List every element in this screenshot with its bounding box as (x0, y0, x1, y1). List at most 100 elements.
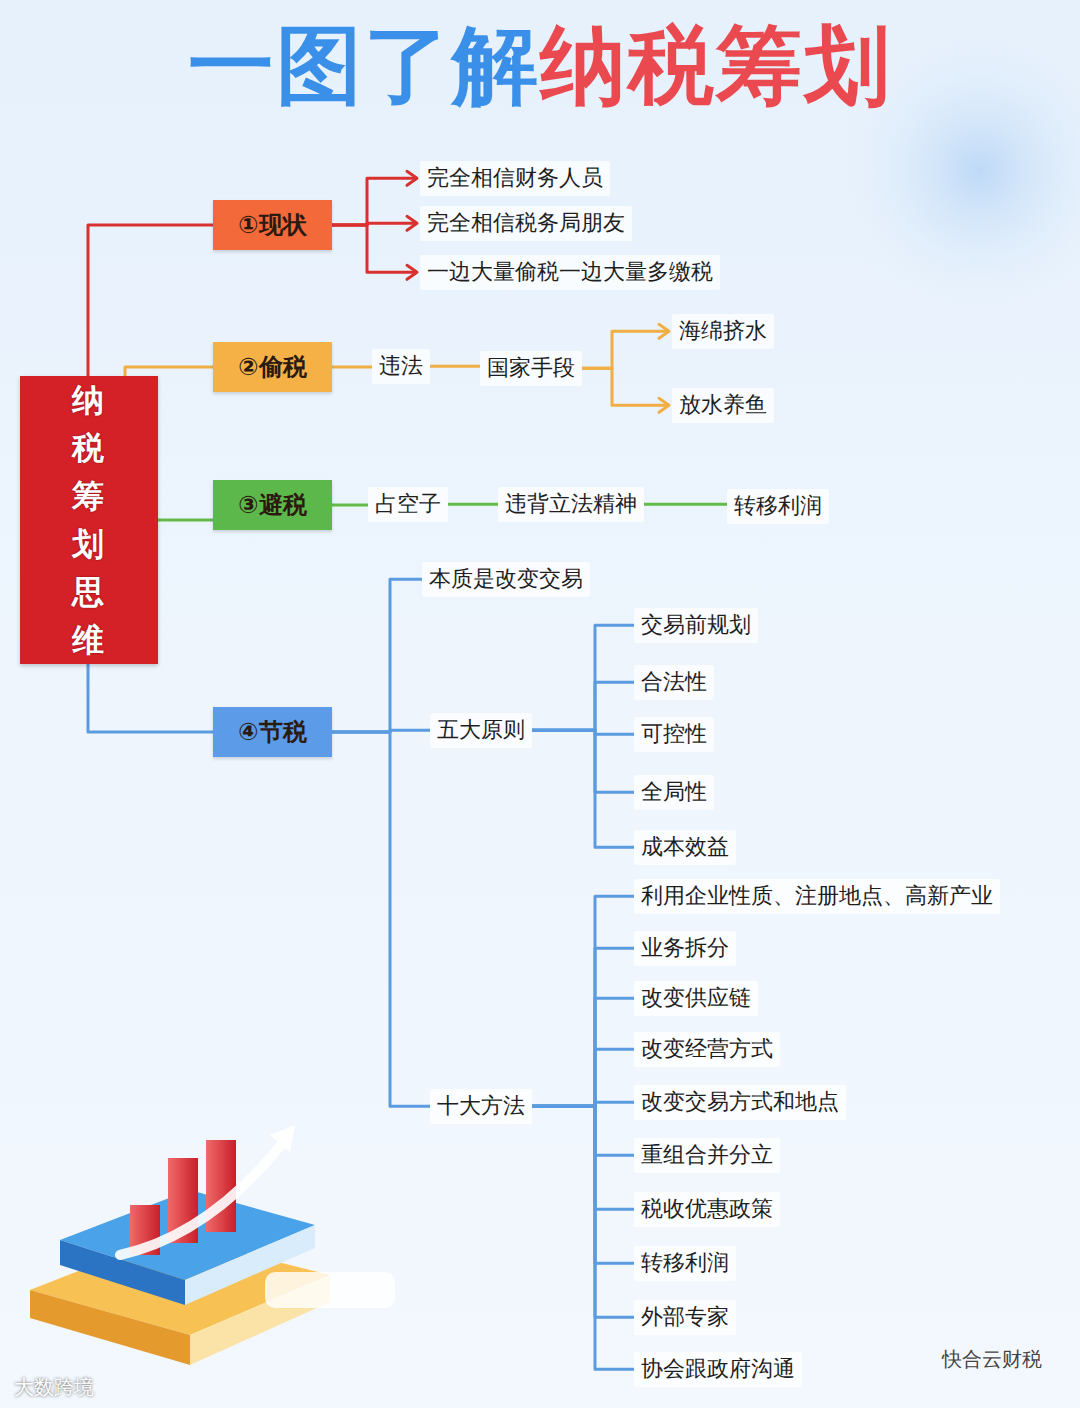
connector (532, 1106, 634, 1155)
connector (532, 625, 634, 730)
node-text: 纳税筹划思维 (55, 376, 122, 664)
item-box: 交易前规划 (634, 608, 758, 643)
node-text: 十大方法 (437, 1092, 525, 1121)
connector (448, 504, 498, 505)
node-text: ②偷税 (238, 351, 306, 383)
connector (88, 664, 213, 732)
item-box: 改变经营方式 (634, 1032, 780, 1067)
connector (332, 171, 417, 225)
item-box: 税收优惠政策 (634, 1192, 780, 1227)
item-box: 协会跟政府沟通 (634, 1352, 802, 1387)
arrowhead (659, 324, 669, 338)
root-box: 纳税筹划思维 (20, 376, 158, 664)
item-box: 完全相信税务局朋友 (420, 206, 632, 241)
connector (532, 1049, 634, 1106)
arrowhead (407, 171, 417, 185)
connector (532, 1106, 634, 1369)
connector (125, 367, 213, 376)
node-text: 完全相信财务人员 (427, 164, 603, 193)
node-text: 占空子 (375, 490, 441, 519)
node-text: 外部专家 (641, 1303, 729, 1332)
item-box: 转移利润 (727, 489, 829, 524)
item-box: 利用企业性质、注册地点、高新产业 (634, 879, 1000, 914)
item-box: 成本效益 (634, 830, 736, 865)
connector (532, 1106, 634, 1263)
connector (532, 948, 634, 1106)
item-box: 完全相信财务人员 (420, 161, 610, 196)
connector (582, 324, 669, 368)
node-text: 一边大量偷税一边大量多缴税 (427, 258, 713, 287)
node-text: 全局性 (641, 778, 707, 807)
node-text: 五大原则 (437, 716, 525, 745)
item-box: 改变交易方式和地点 (634, 1085, 846, 1120)
item-box: 可控性 (634, 717, 714, 752)
connector (532, 998, 634, 1106)
category-box: ①现状 (213, 200, 332, 250)
connector (88, 225, 213, 376)
node-text: 业务拆分 (641, 934, 729, 963)
item-box: 一边大量偷税一边大量多缴税 (420, 255, 720, 290)
item-box: 占空子 (368, 487, 448, 522)
connector (532, 730, 634, 847)
item-box: 外部专家 (634, 1300, 736, 1335)
connector (430, 366, 480, 367)
title: 一图了解纳税筹划 (188, 14, 892, 117)
node-text: 转移利润 (734, 492, 822, 521)
item-box: 违法 (372, 349, 430, 384)
connector (332, 225, 417, 279)
connector (332, 732, 430, 1106)
arrowhead (407, 216, 417, 230)
item-box: 十大方法 (430, 1089, 532, 1124)
node-text: 税收优惠政策 (641, 1195, 773, 1224)
connector (532, 896, 634, 1106)
item-box: 海绵挤水 (672, 314, 774, 349)
item-box: 本质是改变交易 (422, 562, 590, 597)
category-box: ④节税 (213, 707, 332, 757)
item-box: 转移利润 (634, 1246, 736, 1281)
watermark: 大数跨境 (14, 1374, 94, 1401)
connector (332, 216, 417, 230)
node-text: 本质是改变交易 (429, 565, 583, 594)
node-text: 违背立法精神 (505, 490, 637, 519)
connector (532, 1106, 634, 1317)
node-text: 改变供应链 (641, 984, 751, 1013)
item-box: 放水养鱼 (672, 388, 774, 423)
item-box: 重组合并分立 (634, 1138, 780, 1173)
node-text: 放水养鱼 (679, 391, 767, 420)
arrowhead (659, 398, 669, 412)
node-text: ①现状 (238, 209, 306, 241)
node-text: 转移利润 (641, 1249, 729, 1278)
item-box: 全局性 (634, 775, 714, 810)
node-text: 改变交易方式和地点 (641, 1088, 839, 1117)
node-text: 协会跟政府沟通 (641, 1355, 795, 1384)
item-box: 国家手段 (480, 351, 582, 386)
node-text: 成本效益 (641, 833, 729, 862)
connector (332, 505, 368, 506)
node-text: 完全相信税务局朋友 (427, 209, 625, 238)
connector (532, 682, 634, 730)
title-wrap: 一图了解纳税筹划 (0, 14, 1080, 117)
arrowhead (407, 265, 417, 279)
node-text: 国家手段 (487, 354, 575, 383)
connector (532, 1106, 634, 1209)
item-box: 合法性 (634, 665, 714, 700)
node-text: 利用企业性质、注册地点、高新产业 (641, 882, 993, 911)
node-text: ③避税 (238, 489, 306, 521)
connector (532, 730, 634, 792)
watermark: 快合云财税 (942, 1346, 1042, 1373)
books-illustration (30, 1125, 395, 1365)
category-box: ②偷税 (213, 342, 332, 392)
item-box: 五大原则 (430, 713, 532, 748)
connector (332, 579, 422, 732)
node-text: 合法性 (641, 668, 707, 697)
node-text: 重组合并分立 (641, 1141, 773, 1170)
connector (158, 520, 213, 521)
node-text: 改变经营方式 (641, 1035, 773, 1064)
item-box: 违背立法精神 (498, 487, 644, 522)
node-text: 可控性 (641, 720, 707, 749)
category-box: ③避税 (213, 480, 332, 530)
node-text: ④节税 (238, 716, 306, 748)
item-box: 业务拆分 (634, 931, 736, 966)
node-text: 交易前规划 (641, 611, 751, 640)
connector (644, 504, 727, 505)
